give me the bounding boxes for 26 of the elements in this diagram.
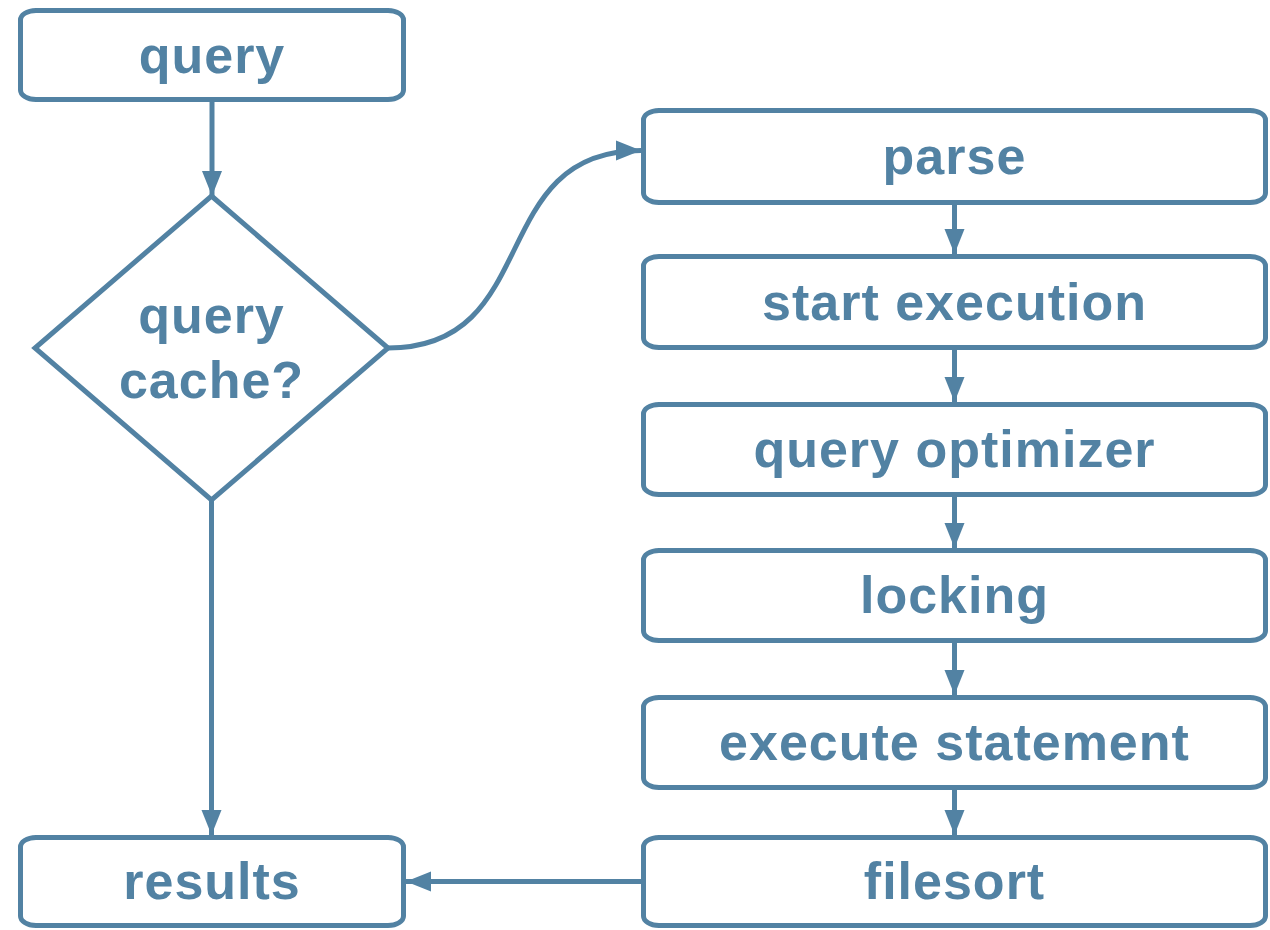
arrow (944, 643, 965, 695)
node-label: execute statement (719, 712, 1190, 773)
process-box (641, 108, 1268, 205)
arrow (944, 790, 965, 835)
arrow (201, 500, 222, 835)
arrow (202, 102, 222, 196)
process-box (641, 695, 1268, 790)
arrow (387, 143, 642, 351)
node-label: query (138, 24, 286, 86)
node-label: parse (882, 126, 1027, 187)
process-box (18, 8, 406, 102)
arrow (944, 205, 965, 254)
node-label: results (123, 851, 301, 912)
process-box (641, 402, 1268, 497)
process-box (641, 254, 1268, 350)
node-label: query cache? (117, 285, 306, 411)
process-box (18, 835, 406, 928)
node-label: query optimizer (753, 419, 1156, 480)
arrow (406, 871, 641, 892)
node-label: filesort (863, 851, 1046, 912)
node-label: start execution (762, 271, 1147, 333)
arrow (944, 497, 965, 548)
process-box (641, 548, 1268, 643)
arrow (944, 350, 965, 402)
process-box (641, 835, 1268, 928)
node-label: locking (860, 565, 1049, 626)
